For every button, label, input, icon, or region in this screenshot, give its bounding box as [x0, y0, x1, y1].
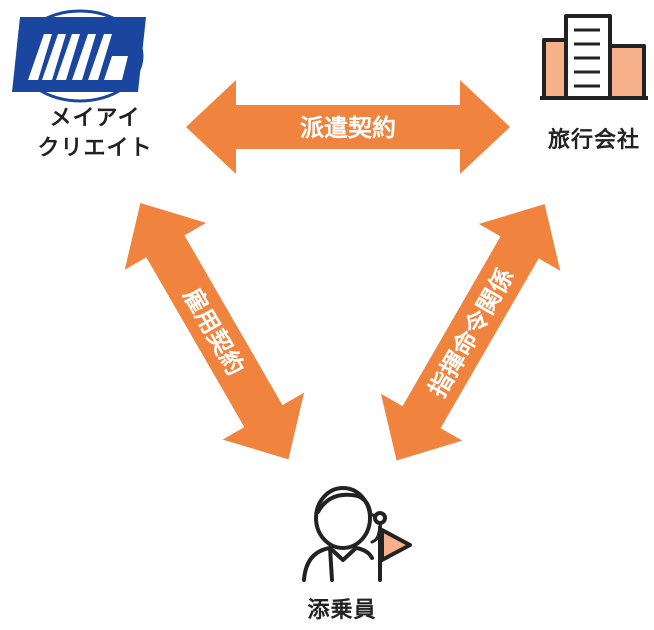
command-arrow [380, 204, 561, 461]
tour-conductor-label: 添乗員 [307, 598, 377, 623]
maiai-line2: クリエイト [37, 136, 153, 161]
dispatch-arrow [186, 80, 510, 174]
dispatch-label: 派遣契約 [300, 114, 396, 142]
maiai-line1: メイアイ [49, 106, 141, 131]
tour-conductor-icon [302, 486, 412, 582]
command-label: 指揮命令関係 [423, 263, 519, 402]
building-icon [540, 14, 648, 100]
employment-arrow [124, 203, 305, 460]
travel-company-label: 旅行会社 [547, 128, 640, 153]
maiai-create-label: メイアイ クリエイト [20, 104, 170, 164]
company-logo-icon [12, 9, 146, 103]
